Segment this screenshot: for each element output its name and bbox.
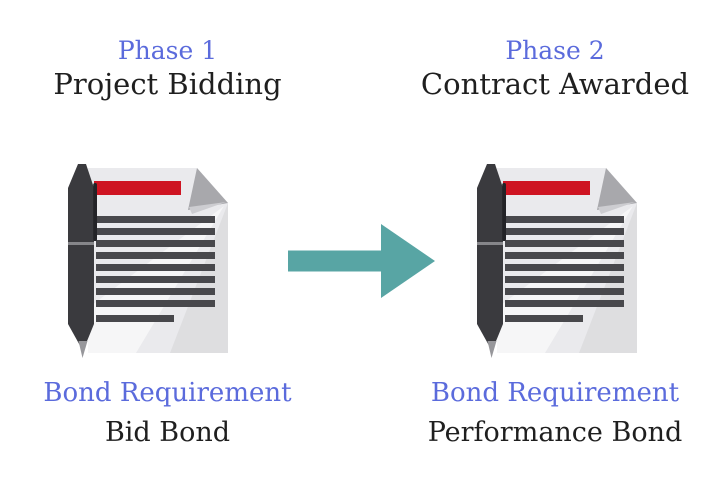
phase-2-title: Contract Awarded [420, 67, 690, 101]
phase-2-bond-label: Bond Requirement [430, 378, 680, 408]
phase-1-bond-label: Bond Requirement [43, 378, 292, 408]
phase-2-bond-type: Performance Bond [427, 417, 683, 448]
phase-1-title: Project Bidding [53, 67, 282, 101]
phase-2-column: Phase 2 Contract Awarded Bond Requiremen… [390, 0, 720, 488]
arrow-shape [288, 224, 435, 298]
phase-1-column: Phase 1 Project Bidding Bond Requirement… [0, 0, 335, 488]
phase-1-label: Phase 1 [117, 36, 218, 65]
phase-2-label: Phase 2 [505, 36, 605, 65]
signed-document-with-pen-icon [467, 160, 657, 365]
arrow-right-icon [288, 224, 435, 298]
phase-1-bond-type: Bid Bond [104, 417, 231, 448]
signed-document-with-pen-icon [58, 160, 248, 365]
